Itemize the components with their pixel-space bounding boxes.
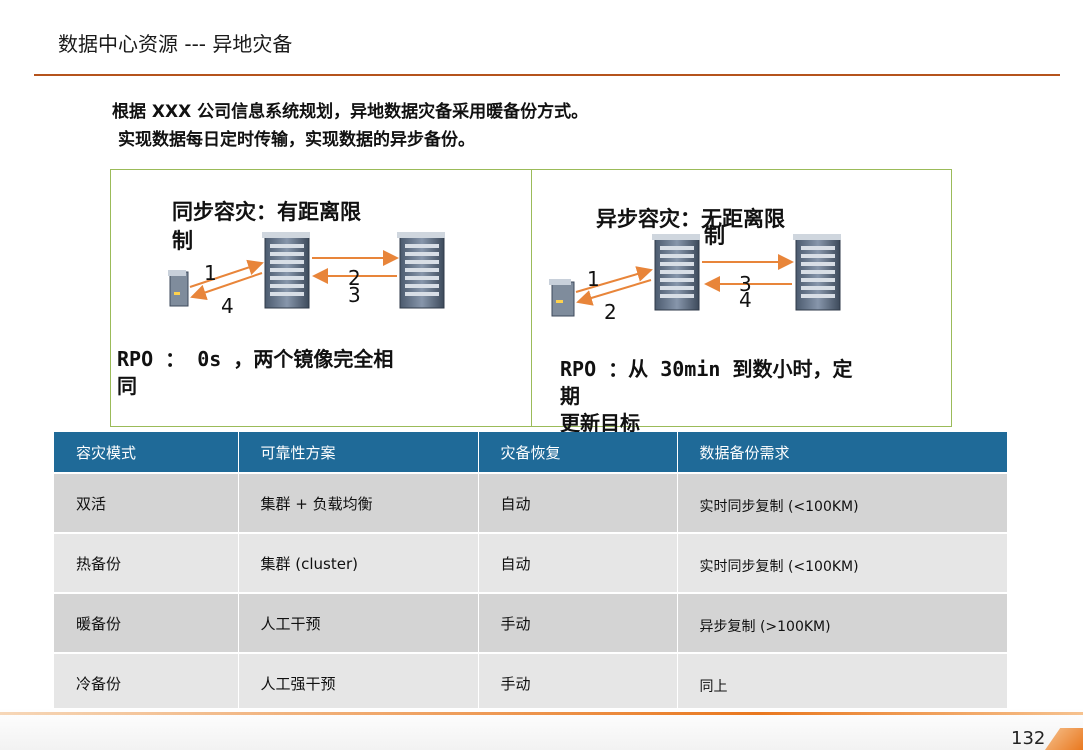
table-cell: 自动: [478, 532, 678, 593]
mirror-server-icon: [397, 232, 445, 309]
title-divider: [34, 74, 1060, 76]
sync-rpo: RPO ： 0s ，两个镜像完全相 同: [117, 346, 393, 400]
sync-rpo-line-2: 同: [117, 374, 137, 398]
table-header-row: 容灾模式 可靠性方案 灾备恢复 数据备份需求: [54, 432, 1008, 473]
async-step-3: 3: [739, 272, 752, 296]
sync-step-4: 4: [221, 294, 234, 318]
sync-step-2: 2: [348, 266, 361, 290]
sync-step-3: 3: [348, 283, 361, 307]
async-rpo: RPO ：从 30min 到数小时，定 期 更新目标: [560, 356, 852, 437]
table-cell: 异步复制 (>100KM): [677, 592, 1008, 653]
dr-mode-table: 容灾模式 可靠性方案 灾备恢复 数据备份需求 双活 集群 + 负载均衡 自动 实…: [54, 432, 1008, 712]
footer-accent-line: [0, 712, 1083, 715]
async-heading-line-1: 异步容灾：无距离限: [596, 207, 785, 231]
ack-arrow: [190, 272, 263, 301]
sync-heading: 同步容灾：有距离限 制: [172, 198, 361, 256]
table-cell: 冷备份: [54, 652, 239, 712]
async-heading: 异步容灾：无距离限 制: [596, 205, 785, 251]
table-cell: 人工强干预: [238, 652, 479, 712]
sync-heading-line-1: 同步容灾：有距离限: [172, 200, 361, 224]
slide-title: 数据中心资源 --- 异地灾备: [58, 32, 293, 56]
table-cell: 实时同步复制 (<100KM): [677, 532, 1008, 593]
table-cell: 手动: [478, 592, 678, 653]
diagram-divider: [531, 169, 532, 427]
column-header: 容灾模式: [54, 432, 239, 473]
table-row: 冷备份 人工强干预 手动 同上: [54, 652, 1008, 712]
async-ack-arrow: [576, 279, 652, 306]
table-cell: 暖备份: [54, 592, 239, 653]
async-rpo-line-1: RPO ：从 30min 到数小时，定: [560, 357, 853, 381]
table-cell: 自动: [478, 472, 678, 533]
async-mirror-server-icon: [793, 234, 841, 311]
table-cell: 实时同步复制 (<100KM): [677, 472, 1008, 533]
async-step-1: 1: [587, 267, 600, 291]
intro-line-1: 根据 XXX 公司信息系统规划，异地数据灾备采用暖备份方式。: [112, 102, 589, 122]
async-step-2: 2: [604, 300, 617, 324]
table-cell: 集群 + 负载均衡: [238, 472, 479, 533]
table-row: 热备份 集群 (cluster) 自动 实时同步复制 (<100KM): [54, 532, 1008, 593]
intro-line-2: 实现数据每日定时传输，实现数据的异步备份。: [118, 130, 475, 150]
table-row: 双活 集群 + 负载均衡 自动 实时同步复制 (<100KM): [54, 472, 1008, 533]
footer-bar: [0, 708, 1083, 750]
table-row: 暖备份 人工干预 手动 异步复制 (>100KM): [54, 592, 1008, 653]
async-primary-server-icon: [652, 234, 700, 311]
sync-step-1: 1: [204, 261, 217, 285]
async-step-4: 4: [739, 288, 752, 312]
async-rpo-line-2: 期: [560, 384, 580, 408]
write-arrow: [189, 259, 264, 288]
sync-rpo-line-1: RPO ： 0s ，两个镜像完全相: [117, 347, 394, 371]
page-number: 132: [1011, 728, 1046, 749]
table-cell: 集群 (cluster): [238, 532, 479, 593]
column-header: 可靠性方案: [238, 432, 479, 473]
async-rpo-line-3: 更新目标: [560, 411, 640, 435]
async-heading-line-2: 制: [704, 224, 725, 248]
table-cell: 热备份: [54, 532, 239, 593]
table-cell: 人工干预: [238, 592, 479, 653]
async-write-arrow: [575, 266, 653, 293]
primary-server-icon: [262, 232, 310, 309]
async-client-workstation-icon: [549, 279, 575, 317]
table-cell: 双活: [54, 472, 239, 533]
column-header: 灾备恢复: [478, 432, 678, 473]
table-cell: 手动: [478, 652, 678, 712]
table-cell: 同上: [677, 652, 1008, 712]
column-header: 数据备份需求: [677, 432, 1008, 473]
client-workstation-icon: [168, 270, 189, 307]
sync-heading-line-2: 制: [172, 229, 193, 253]
intro-text: 根据 XXX 公司信息系统规划，异地数据灾备采用暖备份方式。 实现数据每日定时传…: [112, 98, 588, 154]
